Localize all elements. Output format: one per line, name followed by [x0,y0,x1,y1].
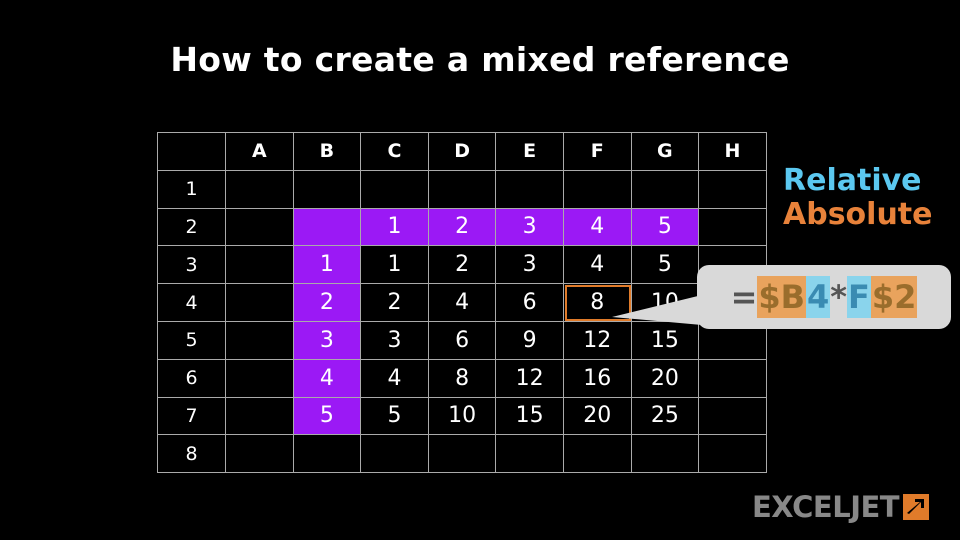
row-header-3[interactable]: 3 [158,246,226,285]
logo-mark-icon [903,494,930,520]
formula-operator: * [830,278,848,316]
cell-e6[interactable]: 12 [496,359,564,398]
cell-g1[interactable] [631,170,700,209]
cell-a6[interactable] [226,359,294,398]
cell-d1[interactable] [428,170,497,209]
cell-d6[interactable]: 8 [428,359,497,398]
cell-g8[interactable] [631,435,700,474]
column-header-e[interactable]: E [496,133,564,171]
cell-g3[interactable]: 5 [631,246,700,285]
cell-c7[interactable]: 5 [361,397,429,436]
cell-c1[interactable] [361,170,429,209]
formula-absolute-col: $B [757,276,807,318]
cell-h5[interactable] [699,321,767,360]
cell-c8[interactable] [361,435,429,474]
cell-e5[interactable]: 9 [496,321,564,360]
cell-b7[interactable]: 5 [293,397,362,436]
cell-f3[interactable]: 4 [563,246,632,285]
cell-h8[interactable] [699,435,767,474]
cell-f2[interactable]: 4 [563,208,632,247]
cell-b5[interactable]: 3 [293,321,362,360]
exceljet-logo: EXCELJET [752,490,930,524]
cell-d5[interactable]: 6 [428,321,497,360]
row-header-8[interactable]: 8 [158,435,226,474]
cell-h2[interactable] [699,208,767,247]
cell-f1[interactable] [563,170,632,209]
cell-e4[interactable]: 6 [496,284,564,322]
cell-f8[interactable] [563,435,632,474]
column-header-h[interactable]: H [699,133,767,171]
row-header-7[interactable]: 7 [158,397,226,436]
column-header-a[interactable]: A [226,133,294,171]
column-header-g[interactable]: G [631,133,700,171]
cell-h1[interactable] [699,170,767,209]
cell-h7[interactable] [699,397,767,436]
cell-a4[interactable] [226,284,294,322]
cell-b1[interactable] [293,170,362,209]
cell-a3[interactable] [226,246,294,285]
cell-d7[interactable]: 10 [428,397,497,436]
cell-b6[interactable]: 4 [293,359,362,398]
row-header-4[interactable]: 4 [158,284,226,322]
row-header-5[interactable]: 5 [158,321,226,360]
cell-a5[interactable] [226,321,294,360]
cell-b4[interactable]: 2 [293,284,362,322]
cell-f7[interactable]: 20 [563,397,632,436]
cell-b3[interactable]: 1 [293,246,362,285]
column-header-f[interactable]: F [563,133,632,171]
cell-c5[interactable]: 3 [361,321,429,360]
cell-g5[interactable]: 15 [631,321,700,360]
formula-relative-col: F [847,276,871,318]
cell-e8[interactable] [496,435,564,474]
page-title: How to create a mixed reference [170,40,790,79]
grid-corner[interactable] [158,133,226,171]
cell-e2[interactable]: 3 [496,208,564,247]
cell-f4[interactable]: 8 [563,284,632,322]
cell-c3[interactable]: 1 [361,246,429,285]
cell-c2[interactable]: 1 [361,208,429,247]
cell-e3[interactable]: 3 [496,246,564,285]
formula-equals: = [730,278,758,316]
cell-g2[interactable]: 5 [631,208,700,247]
cell-d2[interactable]: 2 [428,208,497,247]
cell-a8[interactable] [226,435,294,474]
cell-d4[interactable]: 4 [428,284,497,322]
cell-b8[interactable] [293,435,362,474]
cell-c4[interactable]: 2 [361,284,429,322]
cell-a1[interactable] [226,170,294,209]
column-header-c[interactable]: C [361,133,429,171]
row-header-1[interactable]: 1 [158,170,226,209]
formula-callout: = $B 4 * F $2 [697,265,951,329]
cell-a7[interactable] [226,397,294,436]
cell-d3[interactable]: 2 [428,246,497,285]
cell-d8[interactable] [428,435,497,474]
cell-h6[interactable] [699,359,767,398]
legend-absolute: Absolute [783,197,933,232]
cell-g6[interactable]: 20 [631,359,700,398]
cell-a2[interactable] [226,208,294,247]
cell-f6[interactable]: 16 [563,359,632,398]
legend-relative: Relative [783,163,922,198]
cell-e7[interactable]: 15 [496,397,564,436]
cell-e1[interactable] [496,170,564,209]
cell-f5[interactable]: 12 [563,321,632,360]
row-header-6[interactable]: 6 [158,359,226,398]
logo-text: EXCELJET [752,490,900,524]
formula-absolute-row: $2 [870,276,918,318]
column-header-b[interactable]: B [293,133,362,171]
cell-g7[interactable]: 25 [631,397,700,436]
callout-pointer [612,295,702,325]
row-header-2[interactable]: 2 [158,208,226,247]
column-header-d[interactable]: D [428,133,497,171]
cell-c6[interactable]: 4 [361,359,429,398]
cell-b2[interactable] [293,208,362,247]
formula-relative-row: 4 [806,276,831,318]
